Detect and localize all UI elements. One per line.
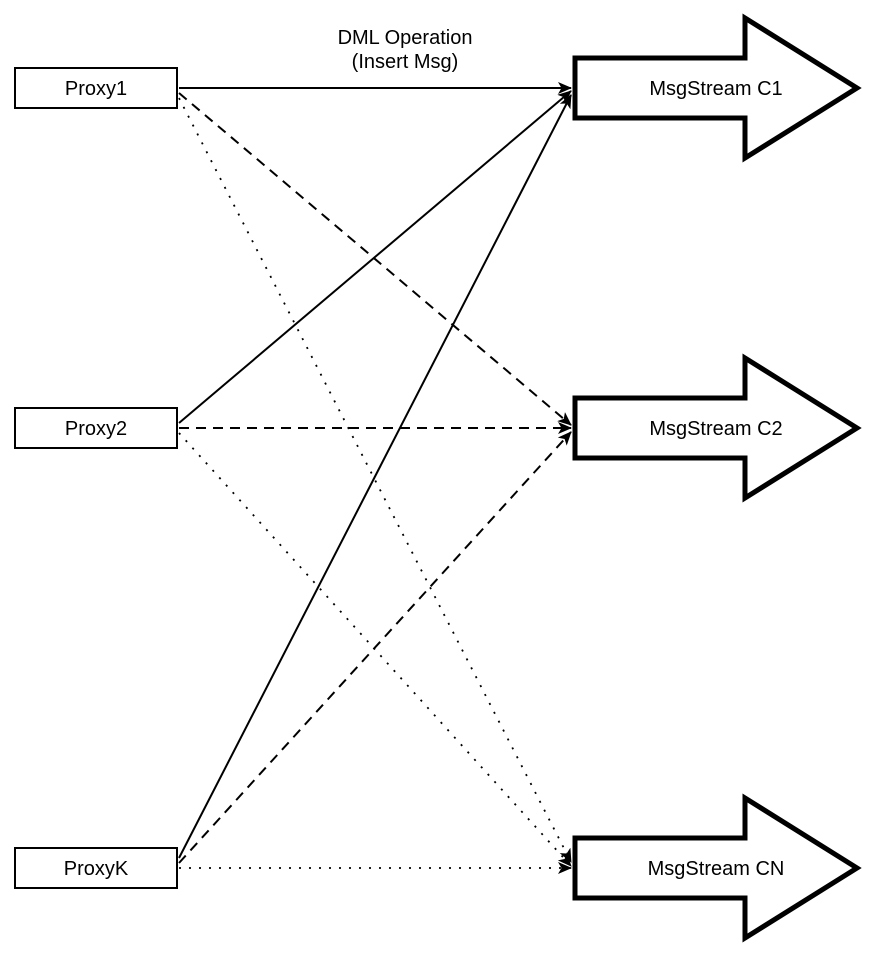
proxyk-box — [14, 847, 178, 889]
msgstream-c1-node: MsgStream C1 — [572, 13, 862, 163]
proxy1-label: Proxy1 — [65, 78, 127, 100]
msgstream-c2-node: MsgStream C2 — [572, 353, 862, 503]
msgstream-c2-arrow-shape — [572, 353, 862, 503]
proxyk-node: ProxyK — [14, 847, 178, 889]
edge-label-dml-operation: DML Operation (Insert Msg) — [338, 27, 473, 73]
edge-proxy1-to-msgstream-c2 — [178, 92, 572, 426]
edge-proxy1-to-msgstream-cn — [178, 97, 572, 863]
proxy2-node: Proxy2 — [14, 407, 178, 449]
edge-label-line1: DML Operation — [338, 27, 473, 49]
edge-proxyk-to-msgstream-c2 — [178, 431, 572, 864]
edge-group — [178, 82, 572, 874]
msgstream-cn-label: MsgStream CN — [648, 858, 785, 880]
msgstream-cn-arrow-shape — [572, 793, 862, 943]
proxy2-box — [14, 407, 178, 449]
edge-label-line2: (Insert Msg) — [352, 51, 459, 73]
edge-proxy2-to-msgstream-c1 — [178, 90, 572, 424]
proxy1-box — [14, 67, 178, 109]
proxy1-node: Proxy1 — [14, 67, 178, 109]
proxy2-label: Proxy2 — [65, 418, 127, 440]
proxyk-label: ProxyK — [64, 858, 129, 880]
msgstream-cn-node: MsgStream CN — [572, 793, 862, 943]
msgstream-c1-arrow-shape — [572, 13, 862, 163]
msgstream-c1-label: MsgStream C1 — [649, 78, 782, 100]
msgstream-c2-label: MsgStream C2 — [649, 418, 782, 440]
edge-proxyk-to-msgstream-c1 — [178, 94, 572, 859]
